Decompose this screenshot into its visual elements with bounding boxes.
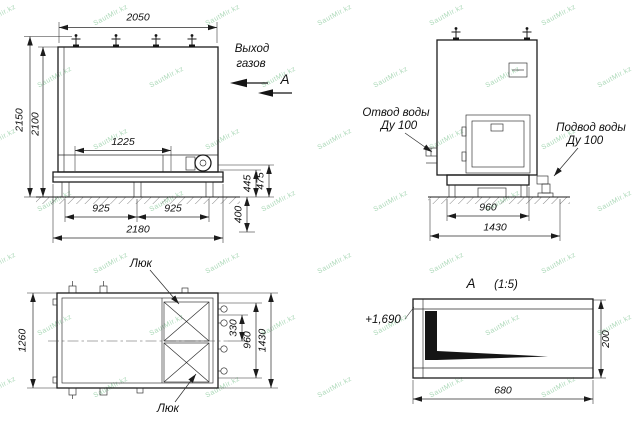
outlet-leader-line bbox=[404, 132, 433, 153]
valve-icon bbox=[187, 33, 197, 48]
dim-1225: 1225 bbox=[111, 136, 135, 148]
dim-925-right: 925 bbox=[164, 203, 182, 215]
dim-1430-side: 1430 bbox=[483, 222, 507, 234]
water-outlet-dn: Ду 100 bbox=[379, 120, 418, 132]
burner-circle bbox=[194, 154, 212, 172]
elevation-mark: +1,690 bbox=[365, 314, 401, 326]
inlet-leader-line bbox=[553, 147, 579, 177]
dim-475: 475 bbox=[255, 172, 267, 190]
water-inlet-label: Подвод воды bbox=[556, 122, 626, 134]
valve-icon bbox=[522, 26, 532, 41]
section-view-arrow-icon bbox=[258, 89, 273, 97]
hatch-label-top: Люк bbox=[129, 258, 153, 270]
top-view: Люк Люк 1260 330 960 1430 bbox=[17, 258, 278, 415]
dim-2050: 2050 bbox=[125, 12, 150, 24]
gas-outlet-label-line1: Выход bbox=[235, 43, 270, 55]
furnace-door bbox=[465, 114, 531, 174]
door-latch bbox=[490, 123, 504, 132]
side-view: 960 1430 Отвод воды Ду 100 Подвод воды Д… bbox=[362, 26, 626, 241]
dim-2100: 2100 bbox=[30, 112, 42, 137]
valve-icon bbox=[151, 33, 161, 48]
ground-hatch bbox=[428, 197, 570, 204]
hatch-label-bottom: Люк bbox=[156, 403, 180, 415]
dim-1430-top: 1430 bbox=[257, 329, 269, 353]
base-frame-side bbox=[446, 174, 530, 186]
detail-view-a: А (1:5) +1,690 200 680 bbox=[365, 276, 612, 404]
dim-400: 400 bbox=[233, 206, 245, 224]
front-view: 2050 2150 2100 1225 925 925 bbox=[14, 12, 292, 243]
ground-hatch bbox=[36, 197, 240, 204]
hatch-box-bottom bbox=[163, 342, 210, 383]
hatch-bottom-leader bbox=[174, 373, 197, 403]
boiler-body-top bbox=[56, 292, 219, 389]
gas-outlet-label-line2: газов bbox=[236, 58, 265, 70]
nameplate bbox=[508, 62, 528, 78]
hatch-box-top bbox=[163, 301, 210, 342]
section-letter: А bbox=[279, 72, 289, 87]
hatch-top-leader bbox=[149, 269, 180, 305]
dim-1260: 1260 bbox=[17, 329, 29, 353]
dim-680: 680 bbox=[494, 385, 512, 397]
detail-section-outline bbox=[412, 298, 594, 379]
boiler-body-side bbox=[436, 39, 538, 176]
weld-wedge bbox=[425, 311, 548, 360]
water-inlet-dn: Ду 100 bbox=[565, 135, 604, 147]
dim-200: 200 bbox=[600, 330, 612, 349]
dim-2180: 2180 bbox=[125, 224, 150, 236]
dim-925-left: 925 bbox=[92, 203, 110, 215]
valve-icon bbox=[71, 33, 81, 48]
valve-icon bbox=[111, 33, 121, 48]
dim-2150: 2150 bbox=[14, 108, 26, 133]
water-inlet-pipe bbox=[536, 175, 549, 185]
dim-960-top: 960 bbox=[242, 331, 254, 349]
dim-330: 330 bbox=[228, 319, 240, 337]
boiler-body-front bbox=[57, 46, 219, 173]
dim-960-side: 960 bbox=[479, 202, 497, 214]
gas-flow-arrow-icon bbox=[230, 78, 247, 88]
water-outlet-label: Отвод воды bbox=[362, 107, 430, 119]
detail-letter: А bbox=[465, 276, 475, 291]
valve-icon bbox=[451, 26, 461, 41]
detail-scale: (1:5) bbox=[494, 279, 518, 291]
dim-445: 445 bbox=[242, 175, 254, 193]
